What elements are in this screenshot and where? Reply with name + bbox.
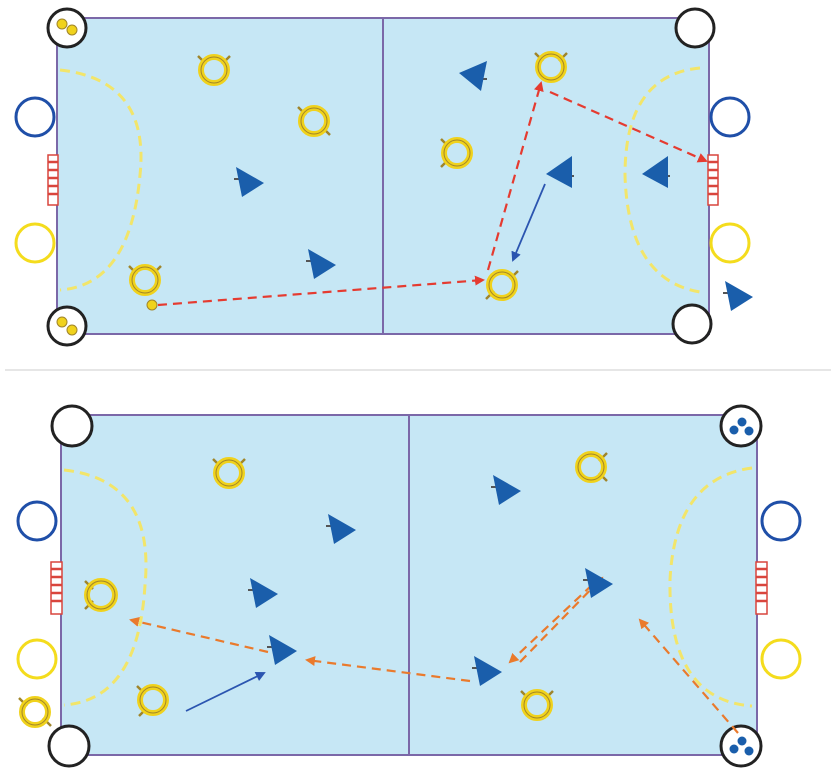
- bottom-diagram: [16, 404, 802, 768]
- blue-defender-icon: [267, 635, 297, 665]
- blue-defender-icon: [546, 156, 574, 188]
- blue-ring-icon: [709, 96, 751, 138]
- blue-defender-icon: [248, 578, 278, 608]
- pass-arrow: [508, 584, 593, 664]
- blue-ring-icon: [16, 500, 58, 542]
- top-right-goal-arc: [623, 66, 701, 294]
- yellow-attacker-icon: [520, 689, 554, 721]
- ball-icon: [66, 24, 78, 36]
- pass-arrow: [549, 90, 708, 163]
- yellow-attacker-icon: [136, 684, 169, 717]
- top-right-goal-icon: [707, 154, 719, 206]
- corner-cone-icon: [47, 724, 91, 768]
- yellow-attacker-icon: [128, 264, 162, 296]
- blue-defender-icon: [723, 281, 753, 311]
- top-diagram: [14, 7, 753, 347]
- blue-defender-icon: [472, 656, 502, 686]
- yellow-attacker-icon: [575, 451, 608, 483]
- ball-icon: [737, 736, 747, 746]
- top-left-goal-arc: [59, 68, 143, 292]
- run-arrow: [511, 183, 546, 262]
- bottom-left-goal-icon: [50, 561, 63, 615]
- pass-arrow: [305, 656, 471, 683]
- blue-defender-icon: [326, 514, 356, 544]
- yellow-ring-icon: [14, 222, 56, 264]
- ball-icon: [744, 746, 754, 756]
- pass-arrow: [519, 576, 604, 663]
- top-left-goal-icon: [47, 154, 59, 206]
- yellow-attacker-icon: [485, 269, 519, 301]
- blue-ring-icon: [760, 500, 802, 542]
- pass-arrow: [638, 618, 739, 734]
- pass-arrow: [157, 275, 485, 307]
- corner-cone-icon: [50, 404, 94, 448]
- yellow-ring-icon: [16, 638, 58, 680]
- bottom-right-goal-icon: [755, 561, 768, 615]
- blue-defender-icon: [459, 61, 487, 91]
- ball-icon: [729, 744, 739, 754]
- ball-icon: [146, 299, 158, 311]
- pass-arrow: [129, 616, 269, 654]
- corner-cone-icon: [719, 724, 763, 768]
- ball-icon: [56, 18, 68, 30]
- blue-defender-icon: [234, 167, 264, 197]
- blue-defender-icon: [642, 156, 670, 188]
- ball-icon: [744, 426, 754, 436]
- ball-icon: [729, 425, 739, 435]
- yellow-attacker-icon: [534, 51, 568, 83]
- corner-cone-icon: [46, 305, 88, 347]
- yellow-attacker-icon: [84, 578, 118, 612]
- corner-cone-icon: [674, 7, 716, 49]
- ball-icon: [737, 417, 747, 427]
- run-arrow: [185, 672, 266, 712]
- yellow-attacker-icon: [197, 54, 231, 86]
- ball-icon: [66, 324, 78, 336]
- blue-ring-icon: [14, 96, 56, 138]
- yellow-attacker-icon: [212, 457, 246, 489]
- yellow-ring-icon: [760, 638, 802, 680]
- bottom-right-goal-arc: [668, 466, 753, 708]
- yellow-attacker-icon: [440, 137, 473, 169]
- yellow-attacker-icon: [297, 105, 331, 137]
- yellow-attacker-icon: [18, 696, 52, 728]
- corner-cone-icon: [671, 303, 713, 345]
- blue-defender-icon: [583, 568, 613, 598]
- blue-defender-icon: [306, 249, 336, 279]
- bottom-left-goal-arc: [63, 468, 148, 707]
- blue-defender-icon: [491, 475, 521, 505]
- yellow-ring-icon: [709, 222, 751, 264]
- ball-icon: [56, 316, 68, 328]
- pass-arrow: [486, 81, 544, 271]
